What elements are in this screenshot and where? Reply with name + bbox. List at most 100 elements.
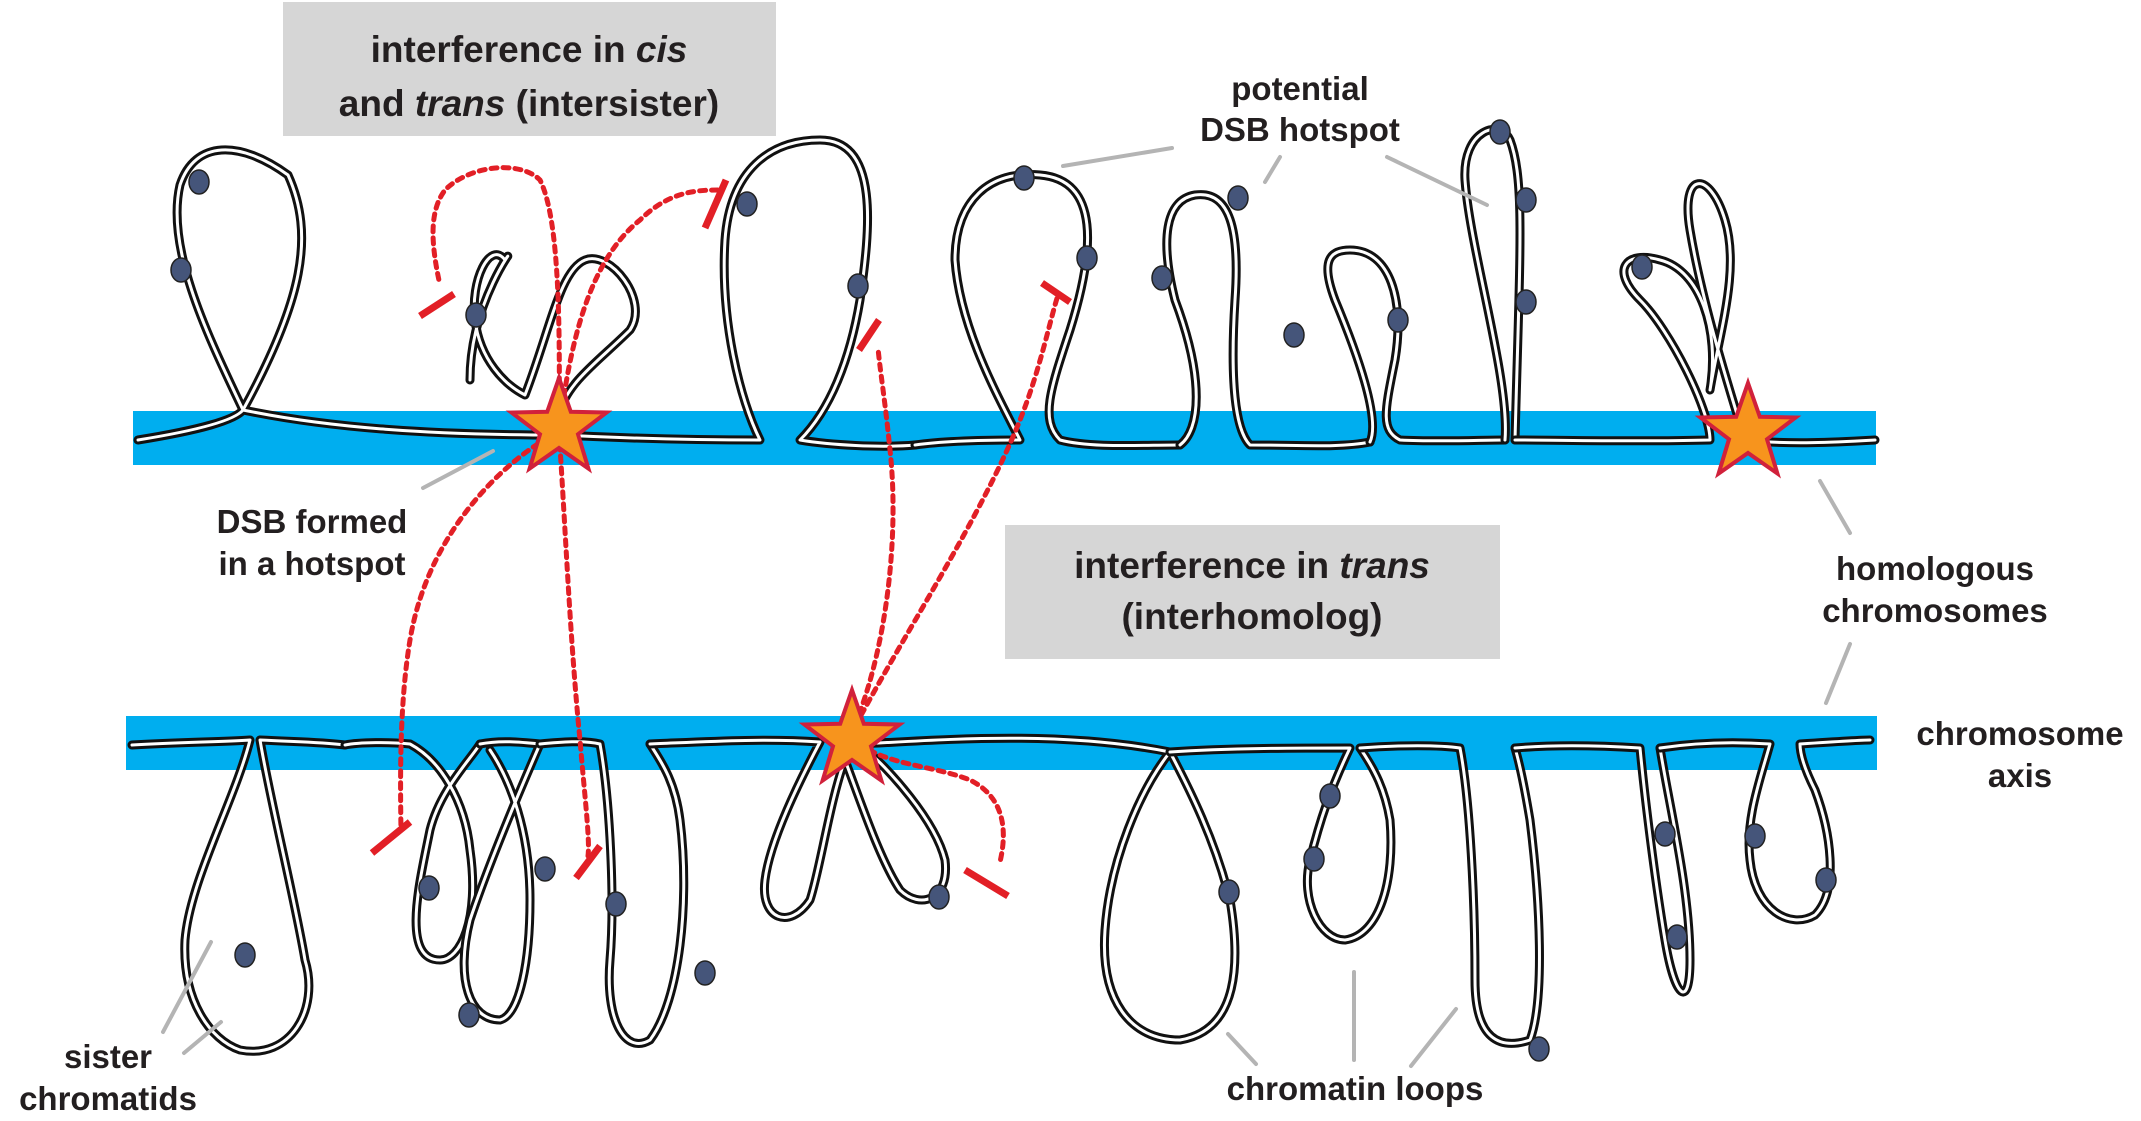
chromatin-loop-core xyxy=(1326,248,1507,444)
leader-line xyxy=(1061,146,1174,168)
interference-arrows xyxy=(398,165,1061,865)
hotspot-dot xyxy=(534,856,556,882)
hotspot-dot xyxy=(1283,322,1305,348)
hotspot-dot xyxy=(736,191,758,217)
hotspot-dot xyxy=(1528,1036,1550,1062)
leader-line xyxy=(1226,1032,1258,1066)
chromatin-loop-core xyxy=(1168,746,1393,942)
hotspot-dot xyxy=(1515,187,1537,213)
chromatin-loop-outline xyxy=(910,169,1185,451)
label-homologous-line2: chromosomes xyxy=(1822,592,2048,629)
label-box-cis-trans xyxy=(283,2,776,136)
hotspot-dot xyxy=(418,875,440,901)
label-trans: interference in trans (interhomolog) xyxy=(1074,545,1430,637)
leader-line xyxy=(161,940,213,1034)
dsb-star xyxy=(798,683,906,786)
inhibition-bar xyxy=(701,178,730,230)
chromatin-loop-core xyxy=(136,148,562,442)
hotspot-dot xyxy=(847,273,869,299)
chromatin-loop-core xyxy=(538,740,686,1045)
label-sister-line1: sister xyxy=(64,1038,152,1075)
hotspot-dot xyxy=(1218,879,1240,905)
chromatin-loop-outline xyxy=(855,733,1240,1045)
leader-line xyxy=(1385,155,1489,207)
hotspot-dot xyxy=(1744,823,1766,849)
leader-line xyxy=(1409,1007,1458,1068)
chromatin-loop-core xyxy=(468,253,637,412)
chromatin-loop-core xyxy=(1165,193,1372,448)
chromatin-loop-core xyxy=(130,738,347,1053)
chromatin-bottom xyxy=(127,733,1875,1056)
inhibition-bar xyxy=(856,318,882,352)
hotspot-dot xyxy=(1319,783,1341,809)
interference-path xyxy=(847,292,1061,739)
interference-path xyxy=(398,429,562,833)
leader-lines xyxy=(161,146,1852,1068)
chromatin-loop-outline xyxy=(1510,179,1880,448)
hotspot-dot xyxy=(234,942,256,968)
label-axis-line2: axis xyxy=(1988,757,2052,794)
chromatin-loop-outline xyxy=(127,735,350,1056)
chromatin-loop-outline xyxy=(1165,743,1396,945)
interference-path xyxy=(430,165,562,435)
label-axis-line1: chromosome xyxy=(1916,715,2123,752)
hotspot-dot xyxy=(465,302,487,328)
label-box-trans xyxy=(1005,525,1500,659)
hotspot-dot xyxy=(1654,821,1676,847)
label-hotspot-line1: potential xyxy=(1231,70,1369,107)
label-dsb-line1: DSB formed xyxy=(217,503,408,540)
hotspot-dot xyxy=(458,1002,480,1028)
chromatin-loop-core xyxy=(1658,738,1872,922)
hotspot-dot xyxy=(928,884,950,910)
hotspot-dot xyxy=(1666,924,1688,950)
chromatin-loop-outline xyxy=(340,738,485,965)
label-chromatin-loops: chromatin loops xyxy=(1227,1070,1484,1107)
inhibition-bar xyxy=(1040,280,1072,305)
interference-path xyxy=(847,733,1006,865)
label-sister-line2: chromatids xyxy=(19,1080,197,1117)
label-homologous-line1: homologous xyxy=(1836,550,2034,587)
inhibition-bar xyxy=(963,867,1010,899)
leader-line xyxy=(421,449,495,490)
dsb-star xyxy=(1694,376,1802,479)
interference-path xyxy=(556,187,723,435)
chromatin-loop-core xyxy=(648,738,948,919)
leader-line xyxy=(1824,642,1852,705)
label-cis-trans: interference in cis and trans (intersist… xyxy=(339,29,719,124)
hotspot-dot xyxy=(1489,119,1511,145)
chromatin-loop-core xyxy=(1463,128,1522,442)
leader-line xyxy=(1263,155,1282,184)
hotspot-dot xyxy=(1815,867,1837,893)
hotspot-dot xyxy=(1227,185,1249,211)
label-trans-line2: (interhomolog) xyxy=(1121,596,1382,637)
inhibition-bar xyxy=(418,291,456,319)
inhibition-bar xyxy=(573,843,603,881)
label-cis-trans-line1: interference in cis xyxy=(371,29,688,70)
label-trans-line1: interference in trans xyxy=(1074,545,1430,586)
dsb-stars xyxy=(505,371,1802,786)
dsb-star xyxy=(505,371,613,474)
hotspot-dot xyxy=(188,169,210,195)
chromatin-loop-core xyxy=(1513,182,1877,445)
inhibition-bars xyxy=(369,178,1072,899)
chromatin-top xyxy=(133,125,1880,451)
chromatin-loop-core xyxy=(1358,744,1541,1045)
hotspot-dot xyxy=(1303,846,1325,872)
label-dsb-line2: in a hotspot xyxy=(219,545,406,582)
chromatin-loop-outline xyxy=(1460,125,1525,445)
hotspot-dot xyxy=(1515,289,1537,315)
leader-line xyxy=(1818,479,1852,535)
label-hotspot-line2: DSB hotspot xyxy=(1200,111,1400,148)
hotspot-dot xyxy=(694,960,716,986)
interference-path xyxy=(556,429,591,859)
interference-path xyxy=(847,345,896,739)
hotspot-dot xyxy=(170,257,192,283)
hotspot-dot xyxy=(1076,245,1098,271)
hotspot-dot xyxy=(1631,254,1653,280)
inhibition-bar xyxy=(369,819,413,856)
chromatin-loop-core xyxy=(1513,744,1692,994)
dsb-hotspots xyxy=(170,119,1837,1062)
hotspot-dot xyxy=(1013,165,1035,191)
hotspot-dot xyxy=(1151,265,1173,291)
